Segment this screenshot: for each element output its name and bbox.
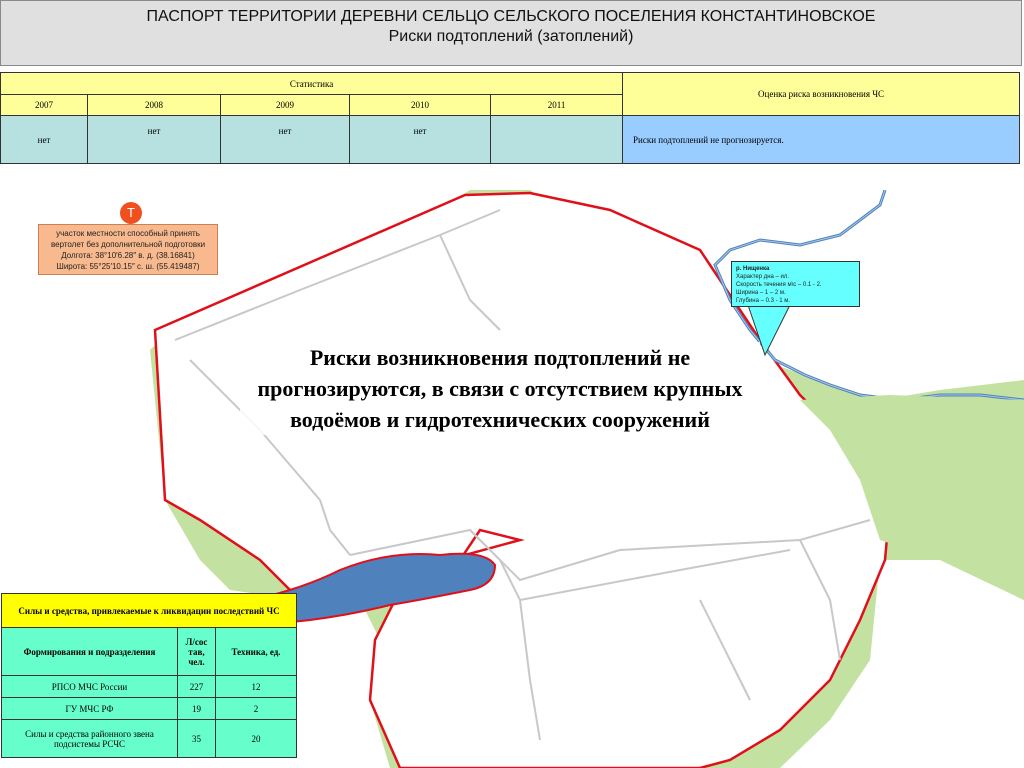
pond [249, 552, 497, 624]
year-cell: 2008 [87, 94, 221, 116]
col-units: Формирования и подразделения [1, 627, 178, 676]
value-cell [489, 115, 624, 164]
unit-name: Силы и средства районного звена подсисте… [1, 719, 178, 758]
page-subtitle: Риски подтоплений (затоплений) [388, 28, 634, 45]
unit-people: 227 [177, 675, 216, 698]
helipad-icon: Т [120, 202, 142, 224]
river-callout: р. Нищенка Характер дна – ил. Скорость т… [731, 261, 860, 307]
year-cell: 2009 [220, 94, 350, 116]
unit-tech: 12 [214, 675, 298, 698]
statistics-table: Статистика Оценка риска возникновения ЧС… [0, 72, 1021, 164]
forces-table: Силы и средства, привлекаемые к ликвидац… [0, 593, 298, 758]
field-area [780, 560, 1024, 768]
year-cell: 2011 [489, 94, 624, 116]
page-header: ПАСПОРТ ТЕРРИТОРИИ ДЕРЕВНИ СЕЛЬЦО СЕЛЬСК… [0, 0, 1022, 66]
col-people: Л/сос тав, чел. [177, 627, 216, 676]
helipad-info: участок местности способный принять верт… [38, 224, 218, 275]
helipad-line: вертолет без дополнительной подготовки [50, 240, 206, 249]
unit-people: 19 [177, 697, 216, 720]
flood-risk-message: Риски возникновения подтоплений не прогн… [240, 342, 760, 435]
river-name: р. Нищенка [736, 266, 770, 272]
grass-area [800, 395, 1024, 600]
river-line: Глубина – 0.3 - 1 м. [736, 298, 791, 304]
value-cell: нет [0, 115, 88, 164]
unit-people: 35 [177, 719, 216, 758]
unit-tech: 2 [214, 697, 298, 720]
year-cell: 2007 [0, 94, 88, 116]
value-cell: нет [220, 115, 350, 164]
value-cell: нет [87, 115, 221, 164]
value-cell: нет [349, 115, 491, 164]
risk-heading: Оценка риска возникновения ЧС [622, 72, 1021, 116]
col-tech: Техника, ед. [214, 627, 298, 676]
statistics-heading: Статистика [0, 72, 624, 95]
year-cell: 2010 [349, 94, 491, 116]
unit-name: РПСО МЧС России [1, 675, 178, 698]
river-line: Скорость течения м\с – 0.1 - 2. [736, 282, 822, 288]
forces-title: Силы и средства, привлекаемые к ликвидац… [0, 593, 298, 628]
river-line: Ширина – 1 – 2 м. [736, 290, 786, 296]
roads [174, 209, 871, 741]
unit-tech: 20 [214, 719, 298, 758]
helipad-line: участок местности способный принять [56, 229, 200, 238]
helipad-line: Долгота: 38°10′6.28″ в. д. (38.16841) [61, 251, 195, 260]
unit-name: ГУ МЧС РФ [1, 697, 178, 720]
helipad-line: Широта: 55°25′10.15″ с. ш. (55.419487) [56, 262, 200, 271]
risk-value: Риски подтоплений не прогнозируется. [622, 115, 1021, 164]
river-line: Характер дна – ил. [736, 274, 790, 280]
page-title: ПАСПОРТ ТЕРРИТОРИИ ДЕРЕВНИ СЕЛЬЦО СЕЛЬСК… [146, 8, 876, 25]
